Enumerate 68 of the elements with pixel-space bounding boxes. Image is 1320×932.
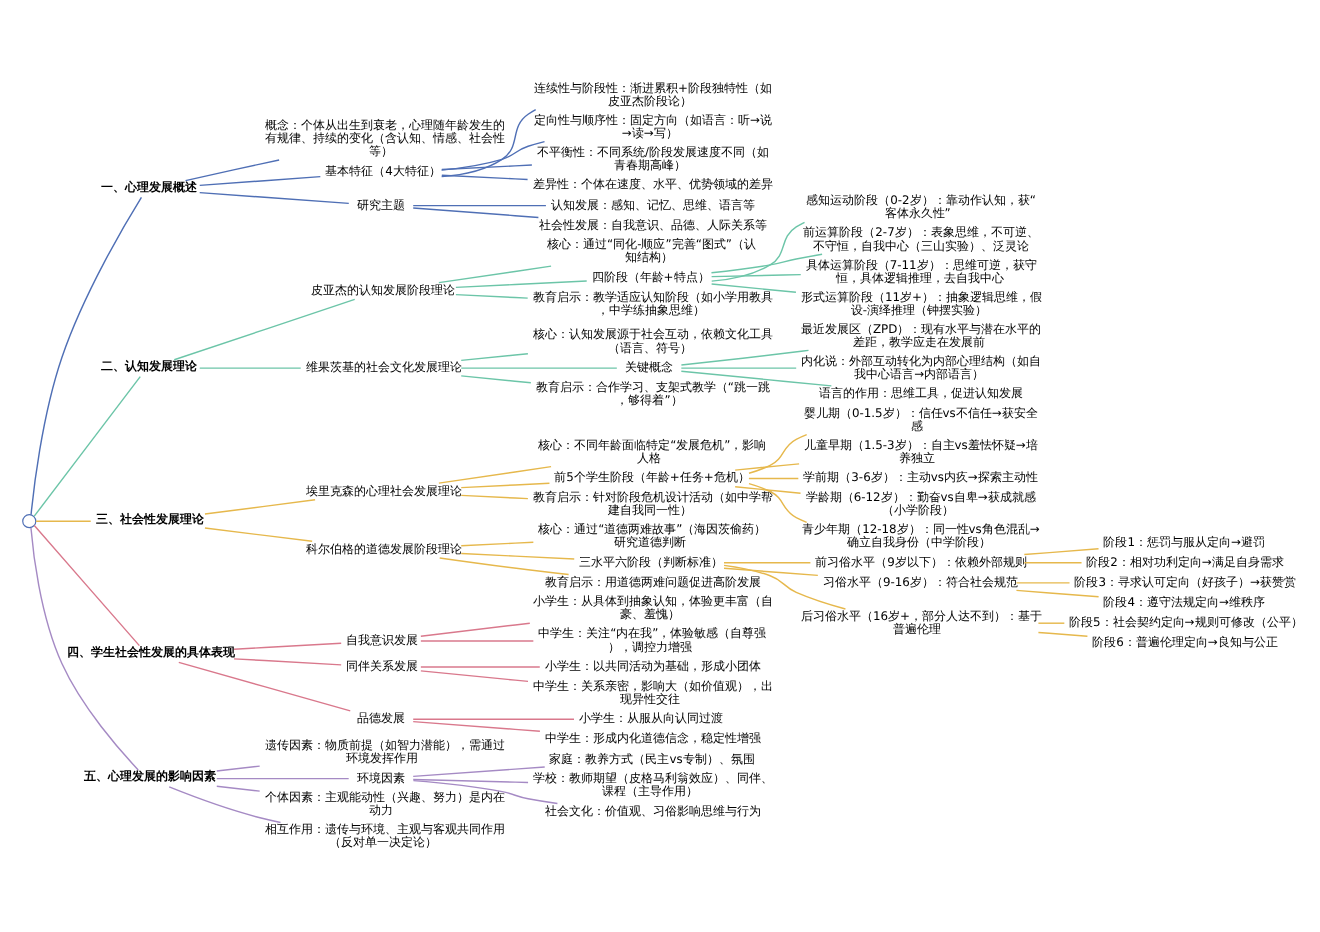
connector	[733, 463, 799, 471]
connector	[32, 375, 140, 518]
connector	[679, 370, 832, 387]
connector	[722, 564, 846, 610]
connector	[437, 265, 551, 284]
connector	[29, 527, 138, 771]
connector	[679, 349, 809, 366]
connector	[454, 293, 528, 299]
connector	[459, 375, 531, 384]
connector	[411, 779, 558, 805]
connector	[203, 527, 312, 542]
connector	[709, 283, 796, 293]
connector	[215, 765, 260, 772]
connector	[440, 174, 528, 181]
connector	[411, 720, 540, 732]
connector	[411, 766, 545, 778]
connector	[232, 658, 341, 666]
connector	[439, 140, 545, 171]
connector	[32, 524, 140, 647]
connector	[679, 367, 796, 369]
connector	[411, 207, 539, 219]
connector	[215, 777, 349, 780]
connector	[459, 353, 528, 362]
connector	[459, 552, 574, 560]
connector	[1036, 622, 1065, 624]
connector	[709, 253, 822, 274]
connector	[411, 718, 574, 720]
connector	[232, 642, 341, 650]
connector	[747, 477, 799, 480]
connector	[177, 661, 350, 712]
connector	[1022, 562, 1082, 564]
node-circle	[21, 514, 36, 529]
connector	[419, 640, 534, 642]
connector	[710, 221, 805, 282]
connector	[198, 191, 349, 205]
connector	[438, 557, 569, 576]
connector	[203, 499, 315, 515]
connector	[198, 367, 301, 369]
connector	[440, 164, 532, 171]
connector	[1022, 548, 1099, 556]
connector	[1014, 589, 1099, 598]
connector	[34, 520, 91, 522]
connector	[722, 567, 818, 577]
connector	[419, 622, 530, 638]
connector	[454, 280, 587, 289]
connector	[437, 465, 551, 484]
connector	[459, 482, 550, 489]
connector	[459, 494, 528, 500]
connector	[215, 785, 260, 792]
connector	[198, 175, 321, 187]
connector	[439, 108, 536, 178]
connector	[1036, 631, 1088, 637]
connector	[733, 486, 801, 494]
connector	[459, 367, 617, 369]
connector	[722, 562, 811, 564]
connector	[419, 666, 540, 668]
connector	[747, 433, 807, 474]
connector	[709, 273, 801, 278]
connector	[419, 670, 528, 683]
connector	[459, 541, 534, 547]
connector	[183, 159, 279, 182]
connector	[172, 298, 355, 361]
connector	[747, 482, 807, 524]
connector	[29, 196, 142, 516]
connector	[1014, 582, 1070, 584]
connector	[411, 778, 528, 784]
connector	[411, 204, 546, 207]
connector	[167, 786, 281, 824]
